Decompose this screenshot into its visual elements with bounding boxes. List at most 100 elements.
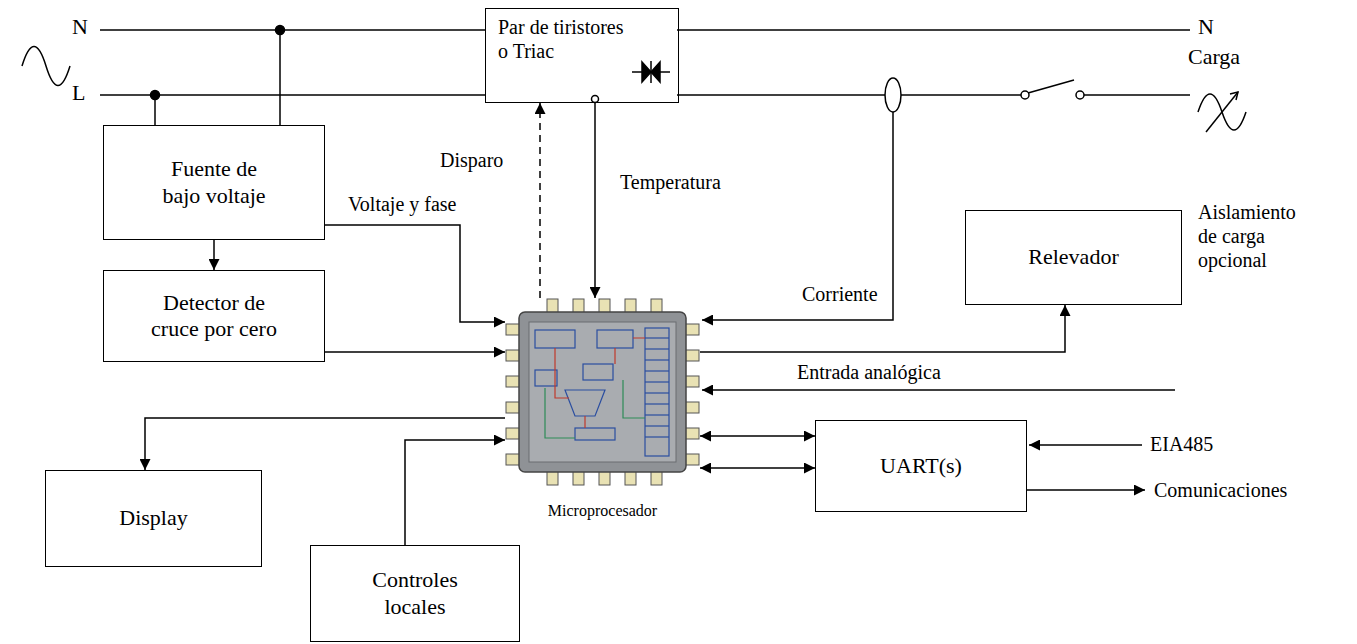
connector	[700, 467, 815, 469]
note-label: Aislamiento de carga opcional	[1196, 200, 1320, 272]
chip-block	[575, 428, 615, 440]
memory-row	[645, 348, 669, 349]
display-box: Display	[45, 470, 262, 567]
chip-die	[529, 322, 676, 462]
chip-block	[645, 328, 669, 456]
chip-label: Microprocesador	[548, 501, 657, 520]
chip-block	[535, 370, 557, 386]
memory-row	[645, 381, 669, 382]
memory-row	[645, 425, 669, 426]
connector	[700, 305, 1065, 352]
chip-pin	[651, 471, 662, 485]
neutral-label: N	[70, 14, 90, 40]
memory-row	[645, 370, 669, 371]
chip-body	[519, 312, 686, 472]
connector	[594, 103, 596, 298]
box-label: Controles locales	[360, 567, 470, 620]
chip-pin	[599, 299, 610, 313]
connector	[405, 440, 505, 545]
chip-pin	[625, 299, 636, 313]
line-label: L	[70, 80, 87, 106]
memory-row	[645, 359, 669, 360]
chip-pin	[651, 299, 662, 313]
memory-row	[645, 337, 669, 338]
memory-row	[645, 436, 669, 437]
chip-pin	[573, 299, 584, 313]
alu-symbol	[565, 390, 605, 416]
connector	[325, 225, 505, 322]
chip-pin	[685, 376, 699, 387]
connector	[700, 435, 815, 437]
load-label: Carga	[1186, 44, 1242, 70]
chip-pin	[685, 428, 699, 439]
bus-label: Comunicaciones	[1152, 478, 1289, 502]
signal-label: Entrada analógica	[795, 360, 943, 384]
switch-contact	[1076, 91, 1084, 99]
microprocessor-chip: Microprocesador	[505, 298, 700, 524]
switch-contact	[1021, 91, 1029, 99]
edge-label: Voltaje y fase	[346, 192, 459, 216]
chip-pin	[685, 402, 699, 413]
load-arrow-head	[1230, 92, 1238, 100]
chip-trace	[555, 338, 645, 428]
chip-pin	[506, 350, 520, 361]
chip-pin	[506, 376, 520, 387]
line-wire	[1084, 94, 1190, 96]
chip-pin	[547, 299, 558, 313]
triac-symbol	[651, 62, 660, 82]
chip-pin	[506, 428, 520, 439]
gate-terminal	[592, 96, 599, 103]
connector	[539, 103, 541, 298]
rs485-out-wire	[1027, 489, 1145, 491]
junction-dot	[151, 91, 160, 100]
supply-wire	[279, 30, 281, 125]
box-label: UART(s)	[880, 453, 962, 479]
box-label: Par de tiristores o Triac	[498, 15, 628, 63]
current-sensor	[885, 78, 901, 112]
chip-pin	[573, 471, 584, 485]
chip-pin	[685, 350, 699, 361]
box-label: Fuente de bajo voltaje	[157, 156, 272, 209]
chip-block	[535, 330, 575, 348]
triac-symbol	[642, 62, 651, 82]
rs485-in-wire	[1029, 444, 1142, 446]
chip-pin	[685, 454, 699, 465]
load-arrow	[1206, 92, 1238, 132]
bus-label: EIA485	[1148, 432, 1215, 456]
chip-illustration	[505, 298, 700, 486]
switch-blade	[1028, 80, 1074, 93]
line-wire	[901, 94, 1021, 96]
signal-label: Corriente	[800, 282, 880, 306]
edge-label: Disparo	[438, 148, 505, 172]
zero-cross-box: Detector de cruce por cero	[103, 270, 325, 362]
edge-label: Temperatura	[618, 170, 723, 194]
local-controls-box: Controles locales	[310, 545, 520, 642]
chip-pin	[599, 471, 610, 485]
chip-pin	[547, 471, 558, 485]
chip-block	[597, 330, 633, 348]
chip-pin	[625, 471, 636, 485]
line-wire	[677, 94, 885, 96]
triac-symbol	[650, 61, 652, 83]
box-label: Relevador	[1028, 244, 1118, 270]
analog-input-wire	[702, 389, 1175, 391]
junction-dot	[276, 26, 285, 35]
uart-box: UART(s)	[815, 420, 1027, 512]
memory-row	[645, 392, 669, 393]
chip-pin	[506, 402, 520, 413]
current-signal-wire	[702, 112, 893, 320]
memory-row	[645, 414, 669, 415]
ac-source-symbol	[22, 47, 70, 86]
box-label: Display	[119, 505, 187, 531]
chip-pin	[685, 324, 699, 335]
chip-block	[583, 364, 613, 380]
thyristor-box: Par de tiristores o Triac	[485, 8, 679, 103]
memory-row	[645, 403, 669, 404]
power-supply-box: Fuente de bajo voltaje	[103, 125, 325, 240]
chip-pin	[506, 324, 520, 335]
connector	[145, 418, 505, 470]
neutral-wire	[100, 29, 485, 31]
neutral-wire	[677, 29, 1190, 31]
relay-box: Relevador	[965, 210, 1182, 305]
